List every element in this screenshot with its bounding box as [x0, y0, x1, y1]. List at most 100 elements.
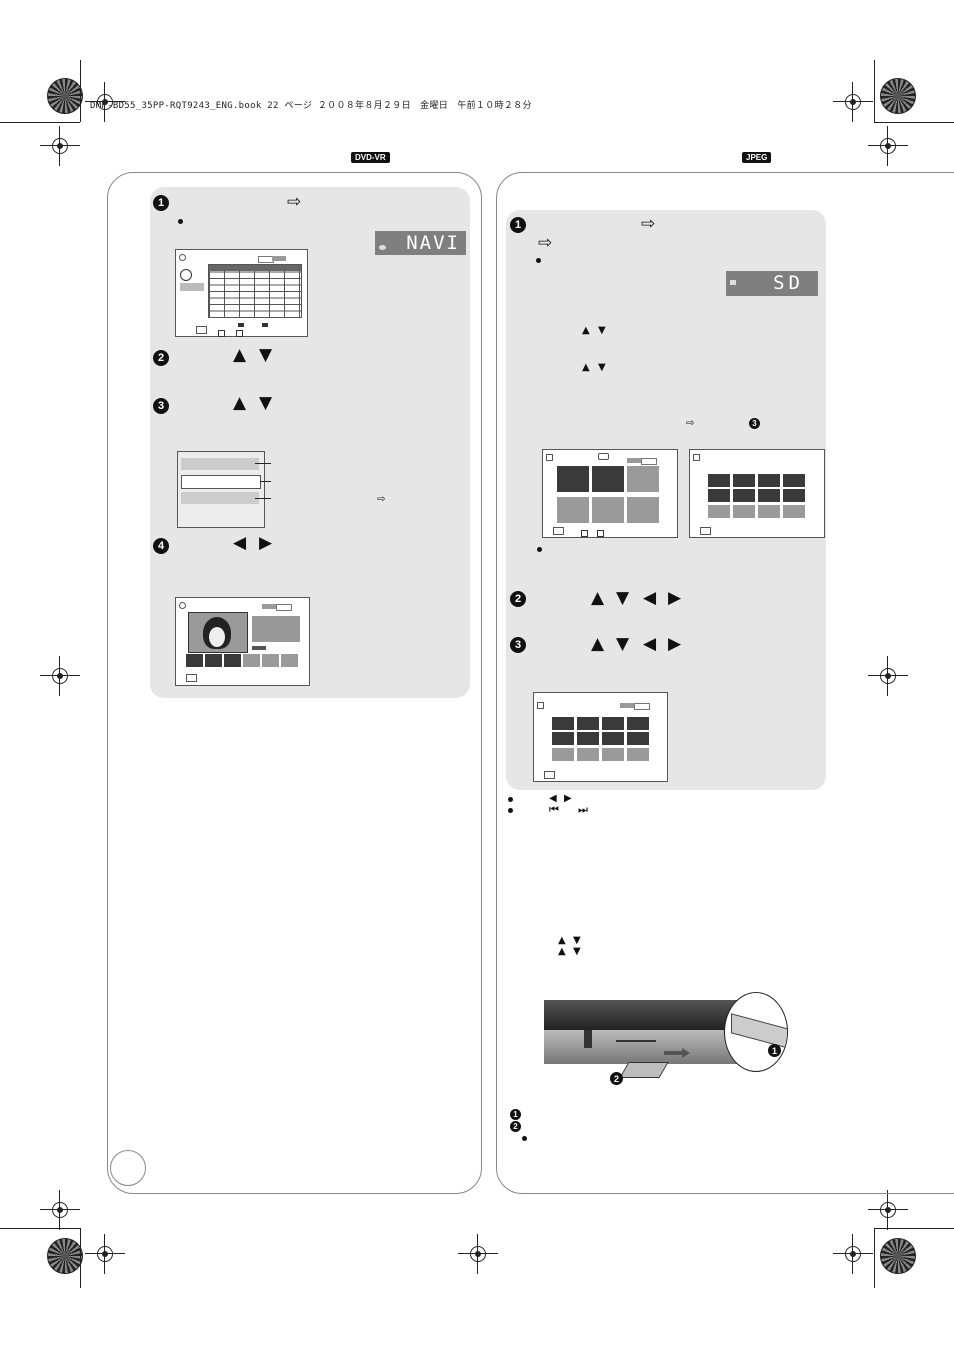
disc-indicator-icon: [379, 245, 386, 250]
options-icon: [700, 527, 711, 535]
crop-line: [874, 1228, 875, 1288]
card-icon: [693, 454, 700, 461]
sd-slot-door: [584, 1030, 592, 1048]
crosshair-mark: [40, 1190, 80, 1230]
crop-line: [0, 122, 80, 123]
album-grid: [557, 466, 663, 524]
card-icon: [546, 454, 553, 461]
picture-thumbnail: [627, 747, 649, 761]
step-3-inline-badge: 3: [749, 418, 760, 429]
registration-rosette-top-right: [880, 78, 916, 114]
thumbnail: [262, 654, 279, 667]
picture-thumbnail: [552, 747, 574, 761]
button-icon: [597, 530, 604, 537]
zoom-circle: [724, 992, 788, 1072]
down-arrow-icon: ▼: [616, 588, 630, 608]
screen-tab: [262, 604, 276, 609]
options-icon: [544, 771, 555, 779]
crosshair-mark: [458, 1234, 498, 1274]
album-thumbnail: [592, 466, 624, 492]
screen-tab: [641, 458, 657, 465]
card-indicator-icon: [730, 280, 736, 285]
button-icon: [581, 530, 588, 537]
album-thumbnail: [592, 497, 624, 523]
arrow-right-icon: ⇨: [641, 214, 656, 234]
picture-grid-screen: [533, 692, 668, 782]
button-icon: [262, 323, 268, 327]
arrow-right-icon: ⇨: [377, 494, 386, 505]
crosshair-mark: [833, 82, 873, 122]
card-icon: [537, 702, 544, 709]
right-page-frame: [496, 172, 954, 1194]
insert-arrow: [664, 1048, 690, 1058]
bullet: [537, 547, 542, 552]
left-page-frame: [107, 172, 482, 1194]
footnote-2-badge: 2: [510, 1121, 521, 1132]
left-arrow-icon: ◀: [643, 634, 657, 654]
up-arrow-icon: ▲: [591, 634, 605, 654]
thumbnail-strip: [186, 654, 302, 667]
down-arrow-icon: ▼: [573, 946, 581, 957]
crop-line: [80, 60, 81, 122]
arrow-right-icon: ⇨: [287, 192, 302, 212]
thumbnail: [205, 654, 222, 667]
crosshair-mark: [833, 1234, 873, 1274]
callout-1-badge: 1: [768, 1044, 781, 1057]
screen-tab: [634, 703, 650, 710]
sd-card: [619, 1062, 669, 1078]
step-3-badge: 3: [153, 398, 169, 414]
up-arrow-icon: ▲: [582, 362, 590, 373]
down-arrow-icon: ▼: [573, 935, 581, 946]
callout-2-badge: 2: [610, 1072, 623, 1085]
album-view-screen: [542, 449, 678, 538]
right-arrow-icon: ▶: [259, 533, 273, 553]
screen-tab: [620, 703, 634, 708]
bullet: [508, 808, 513, 813]
button-icon: [238, 323, 244, 327]
down-arrow-icon: ▼: [598, 362, 606, 373]
left-arrow-icon: ◀: [233, 533, 247, 553]
button-icon: [236, 330, 243, 337]
picture-thumbnail: [627, 732, 649, 746]
file-header-line: DMP-BD55_35PP-RQT9243_ENG.book 22 ページ ２０…: [90, 101, 532, 111]
crop-line: [0, 1228, 80, 1229]
menu-option: [181, 492, 259, 504]
up-arrow-icon: ▲: [558, 946, 566, 957]
picture-thumbnail: [708, 474, 730, 487]
up-arrow-icon: ▲: [582, 325, 590, 336]
table-header-row: [209, 265, 301, 271]
picture-thumbnail: [708, 489, 730, 503]
picture-thumbnail: [783, 474, 805, 487]
crop-line: [874, 122, 954, 123]
bullet: [536, 258, 541, 263]
port-icons: [616, 1040, 656, 1048]
crosshair-mark: [868, 656, 908, 696]
registration-rosette-top-left: [47, 78, 83, 114]
picture-thumbnail: [602, 717, 624, 730]
picture-thumbnail: [733, 474, 755, 487]
bullet: [522, 1136, 527, 1141]
step-4-badge: 4: [153, 538, 169, 554]
penguin-image: [203, 617, 231, 649]
album-thumbnail: [557, 466, 589, 492]
left-arrow-icon: ◀: [549, 793, 557, 804]
picture-thumbnail: [577, 717, 599, 730]
step-2-badge: 2: [510, 591, 526, 607]
menu-label-block: [180, 283, 204, 291]
registration-rosette-bottom-left: [47, 1238, 83, 1274]
right-arrow-icon: ▶: [564, 793, 572, 804]
screen-tab: [276, 604, 292, 611]
picture-thumbnail: [602, 732, 624, 746]
album-thumbnail: [627, 497, 659, 523]
thumbnail: [186, 654, 203, 667]
up-arrow-icon: ▲: [591, 588, 605, 608]
picture-thumbnail: [577, 732, 599, 746]
down-arrow-icon: ▼: [259, 393, 273, 413]
picture-view-screen: [175, 597, 310, 686]
crop-line: [874, 60, 875, 122]
album-thumbnail: [557, 497, 589, 523]
skip-forward-icon: ⏭: [578, 803, 588, 816]
callout-line: [255, 498, 271, 499]
crosshair-mark: [40, 656, 80, 696]
picture-thumbnail: [733, 489, 755, 503]
